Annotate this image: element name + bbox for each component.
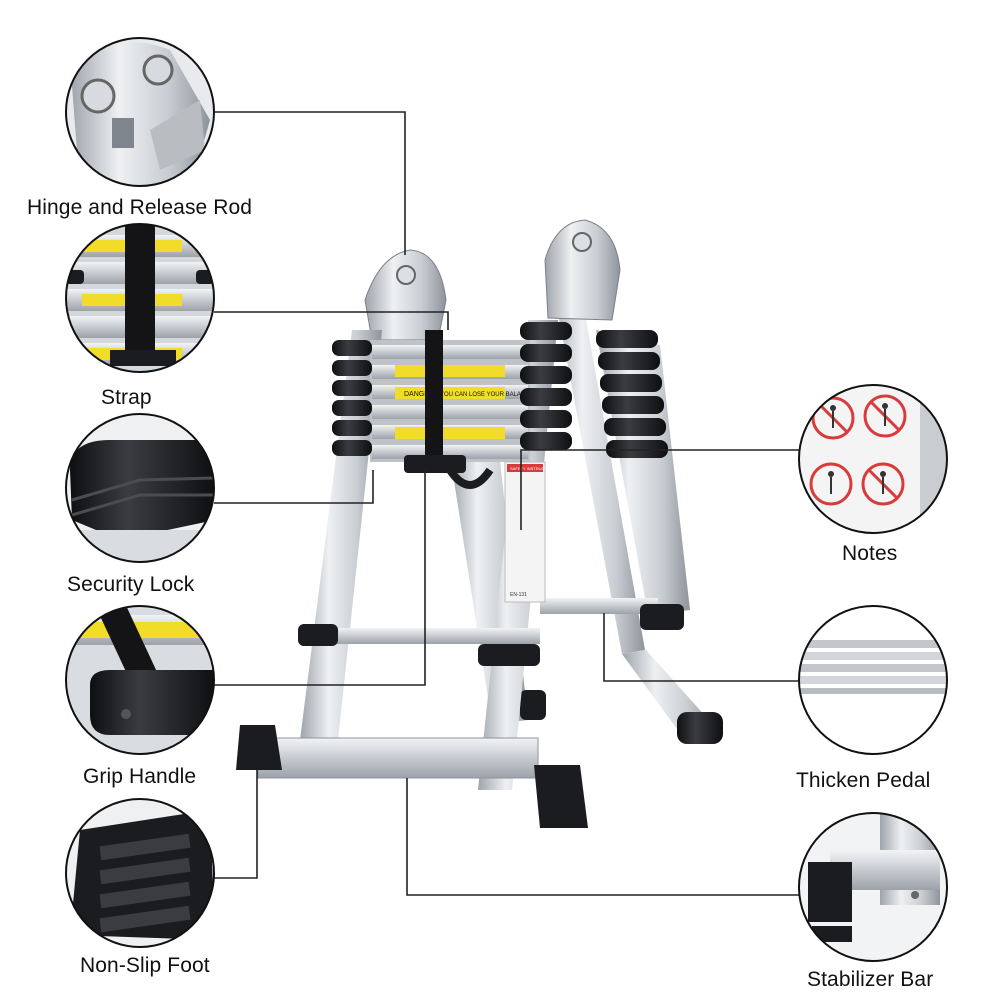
label-notes: Notes (842, 542, 898, 565)
leader-grip-handle (214, 470, 426, 686)
label-non-slip-foot: Non-Slip Foot (80, 954, 210, 977)
detail-stabilizer-bar (798, 812, 948, 962)
label-strap: Strap (101, 386, 152, 409)
strap (425, 330, 443, 470)
stabilizer-bar (257, 737, 539, 779)
leader-thicken-pedal (603, 613, 799, 682)
label-hinge-and-release-rod: Hinge and Release Rod (27, 196, 253, 219)
leader-stabilizer-bar (406, 778, 799, 896)
label-thicken-pedal: Thicken Pedal (796, 769, 931, 792)
ladder: DANGER YOU CAN LOSE YOUR BALANCE (236, 219, 723, 828)
foot-right (534, 765, 588, 828)
leader-hinge (214, 111, 406, 255)
rung-stack: DANGER YOU CAN LOSE YOUR BALANCE (370, 340, 534, 462)
detail-security-lock (65, 413, 215, 563)
instruction-sticker (504, 461, 546, 603)
detail-grip-handle (65, 605, 215, 755)
leader-notes (520, 449, 799, 530)
foot-left (236, 725, 282, 770)
sticker-danger-text: DANGER (404, 391, 434, 398)
rubber-rings-left (332, 340, 372, 456)
detail-hinge (65, 37, 215, 187)
sticker-standard-text: EN-131 (510, 592, 527, 598)
warning-sticker (395, 365, 505, 377)
detail-notes (798, 384, 948, 534)
leader-non-slip-foot (214, 770, 258, 879)
leader-strap (214, 311, 449, 330)
detail-thicken-pedal (798, 605, 948, 755)
detail-strap (65, 223, 215, 373)
leader-lines (214, 111, 799, 896)
detail-non-slip-foot (65, 798, 215, 948)
sticker-balance-text: YOU CAN LOSE YOUR BALANCE (440, 392, 534, 398)
rubber-rings-right (520, 322, 572, 450)
label-stabilizer-bar: Stabilizer Bar (807, 968, 934, 991)
hinge-left (364, 249, 447, 341)
rubber-rings-rear (596, 330, 668, 458)
rear-stabilizer-bar (540, 598, 658, 614)
middle-rung (300, 628, 540, 644)
rear-foot (677, 712, 723, 744)
sticker-instruction-text: SAFETY INSTRUCTION (510, 466, 554, 471)
hinge-right (544, 219, 621, 321)
label-grip-handle: Grip Handle (83, 765, 197, 788)
label-security-lock: Security Lock (67, 573, 195, 596)
leader-security-lock (214, 470, 374, 504)
grip-handle (404, 455, 466, 473)
